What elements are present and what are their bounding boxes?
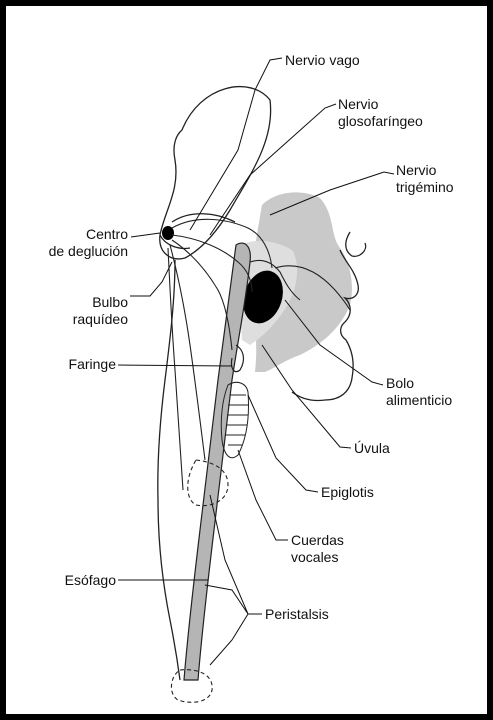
esophagus-tube (184, 243, 250, 680)
label-esofago: Esófago (30, 572, 116, 589)
neck-back-outline (158, 260, 180, 680)
label-faringe: Faringe (30, 356, 116, 373)
label-epiglotis: Epiglotis (321, 484, 374, 501)
label-bolo-alimenticio: Bolo alimenticio (386, 375, 452, 409)
label-peristalsis: Peristalsis (265, 606, 329, 623)
label-cuerdas-vocales: Cuerdas vocales (291, 532, 344, 566)
label-nervio-glosofaringeo: Nervio glosofaríngeo (338, 96, 423, 130)
label-nervio-trigemino: Nervio trigémino (396, 162, 454, 196)
label-bulbo-raquideo: Bulbo raquídeo (30, 294, 128, 328)
brain-outline (160, 87, 271, 259)
label-nervio-vago: Nervio vago (285, 52, 360, 69)
label-centro-deglucion: Centro de deglución (30, 226, 128, 260)
label-uvula: Úvula (354, 440, 390, 457)
